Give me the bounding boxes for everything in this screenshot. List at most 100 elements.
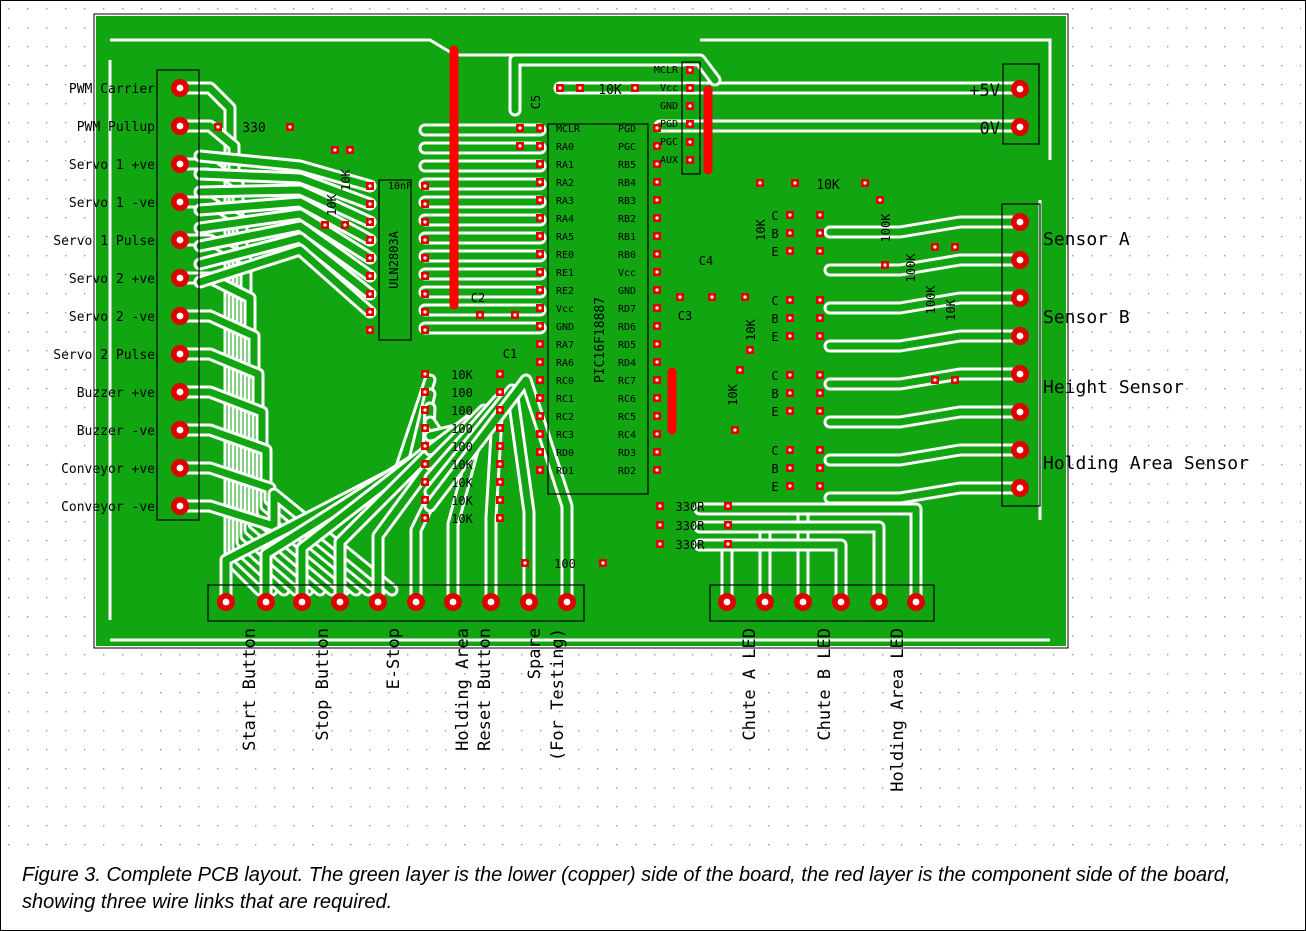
pad-hole: [655, 360, 659, 364]
wire-links: [449, 45, 713, 435]
pad-hole: [222, 598, 230, 606]
pad-hole: [758, 181, 762, 185]
pad-hole: [525, 598, 533, 606]
pad-hole: [933, 245, 937, 249]
pad-hole: [788, 391, 792, 395]
pad-hole: [412, 598, 420, 606]
pad-hole: [863, 181, 867, 185]
transistor-pin-label: C: [771, 294, 778, 308]
pic-pin-label: RA1: [556, 160, 574, 171]
track: [176, 84, 264, 594]
pad-hole: [518, 126, 522, 130]
pad-hole: [818, 409, 822, 413]
pic-pin-label: RC3: [556, 430, 574, 441]
pad-hole: [216, 125, 220, 129]
pad-hole: [518, 144, 522, 148]
pad-hole: [738, 368, 742, 372]
pad-hole: [601, 561, 605, 565]
pad-hole: [788, 249, 792, 253]
resistor-label: 10K: [754, 218, 768, 240]
pad-hole: [423, 274, 427, 278]
pic-pin-label: RC2: [556, 412, 574, 423]
pad-hole: [883, 263, 887, 267]
pad-hole: [878, 198, 882, 202]
prog-header-outline: [681, 61, 701, 175]
capacitor-label: C2: [471, 291, 485, 305]
bottom-label: Holding Area: [453, 628, 473, 751]
left-header-label: PWM Pullup: [77, 120, 155, 135]
pad-hole: [478, 313, 482, 317]
pad-hole: [837, 598, 845, 606]
left-header-label: Servo 1 -ve: [69, 196, 155, 211]
pad-hole: [1016, 123, 1024, 131]
left-header-label: Servo 2 -ve: [69, 310, 155, 325]
pad-hole: [818, 484, 822, 488]
pad-hole: [678, 295, 682, 299]
pad-hole: [423, 310, 427, 314]
pad-hole: [538, 468, 542, 472]
prog-pin-label: PGC: [660, 137, 678, 148]
bottom-label: E-Stop: [384, 628, 404, 689]
pad-hole: [912, 598, 920, 606]
pad-hole: [818, 213, 822, 217]
pad-hole: [538, 306, 542, 310]
pad-hole: [538, 342, 542, 346]
pad-hole: [655, 450, 659, 454]
track: [196, 152, 374, 190]
prog-pin-label: GND: [660, 101, 678, 112]
resistor-label: 10K: [451, 458, 473, 472]
pad-hole: [818, 249, 822, 253]
track: [826, 294, 1024, 312]
pad-hole: [176, 274, 184, 282]
left-header-label: Buzzer -ve: [77, 424, 155, 439]
transistor-pin-label: B: [771, 312, 778, 326]
pad-hole: [655, 378, 659, 382]
pad-hole: [818, 298, 822, 302]
track: [426, 406, 488, 604]
pad-hole: [655, 216, 659, 220]
pad-hole: [788, 334, 792, 338]
pad-hole: [176, 502, 184, 510]
left-header-label: Servo 2 +ve: [69, 272, 155, 287]
track: [196, 222, 374, 280]
pad-hole: [176, 236, 184, 244]
right-header-label: Sensor A: [1043, 229, 1130, 250]
pic-pin-label: RD2: [618, 466, 636, 477]
pad-hole: [563, 598, 571, 606]
left-header-label: Servo 1 Pulse: [53, 234, 155, 249]
pad-hole: [498, 444, 502, 448]
transistor-pin-label: B: [771, 462, 778, 476]
pad-hole: [799, 598, 807, 606]
pic-pin-label: RC0: [556, 376, 574, 387]
pad-hole: [538, 414, 542, 418]
pad-hole: [726, 542, 730, 546]
resistor-label: 100: [451, 404, 473, 418]
pad-hole: [538, 126, 542, 130]
pad-hole: [1016, 370, 1024, 378]
transistor-pin-label: C: [771, 369, 778, 383]
pad-hole: [538, 324, 542, 328]
left-header-label: Servo 1 +ve: [69, 158, 155, 173]
resistor-label: 100: [451, 440, 473, 454]
component-outlines: [156, 61, 1041, 622]
capacitor-label: C4: [699, 254, 713, 268]
pad-hole: [368, 238, 372, 242]
resistor-label: 10K: [944, 298, 958, 320]
pic-pin-label: RB4: [618, 178, 636, 189]
pad-hole: [818, 334, 822, 338]
pic-pin-label: RE1: [556, 268, 574, 279]
pad-hole: [498, 498, 502, 502]
pad-hole: [688, 122, 692, 126]
isolation-gap: [700, 38, 1052, 160]
pic-pin-label: RD3: [618, 448, 636, 459]
track: [196, 210, 374, 262]
pad-hole: [513, 313, 517, 317]
pad-hole: [761, 598, 769, 606]
transistor-pin-label: E: [771, 405, 778, 419]
pad-hole: [655, 162, 659, 166]
pic-pin-label: GND: [618, 286, 636, 297]
pic-pin-label: PGC: [618, 142, 636, 153]
pad-hole: [423, 220, 427, 224]
pad-hole: [498, 516, 502, 520]
pad-hole: [1016, 85, 1024, 93]
